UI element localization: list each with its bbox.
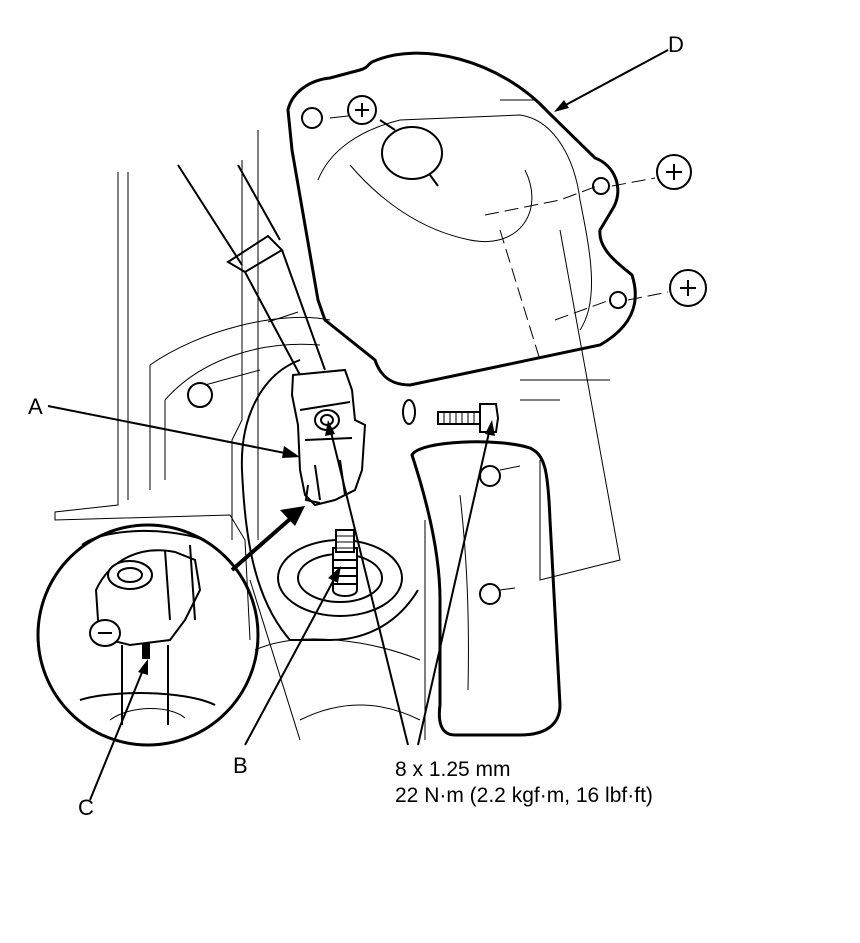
screw-right-upper — [611, 154, 692, 190]
callout-c: C — [78, 795, 94, 820]
bracket-stud-left — [187, 369, 261, 408]
detail-pointer-arrow — [230, 506, 305, 572]
body-outline — [54, 99, 621, 741]
side-panel — [410, 440, 562, 737]
detail-view — [36, 523, 260, 747]
universal-joint — [290, 368, 367, 507]
callout-a: A — [28, 394, 43, 419]
cover-panel — [286, 51, 637, 387]
pinion-shaft — [332, 529, 358, 597]
screw-right-lower — [627, 269, 707, 307]
callout-b: B — [233, 753, 248, 778]
steering-shaft — [177, 164, 326, 376]
callout-d: D — [668, 32, 684, 57]
leader-lines — [47, 49, 669, 801]
joint-bolt — [402, 399, 500, 433]
screw-top-left — [329, 95, 377, 125]
bolt-size-label: 8 x 1.25 mm — [395, 758, 511, 781]
bolt-torque-label: 22 N·m (2.2 kgf·m, 16 lbf·ft) — [395, 784, 653, 807]
